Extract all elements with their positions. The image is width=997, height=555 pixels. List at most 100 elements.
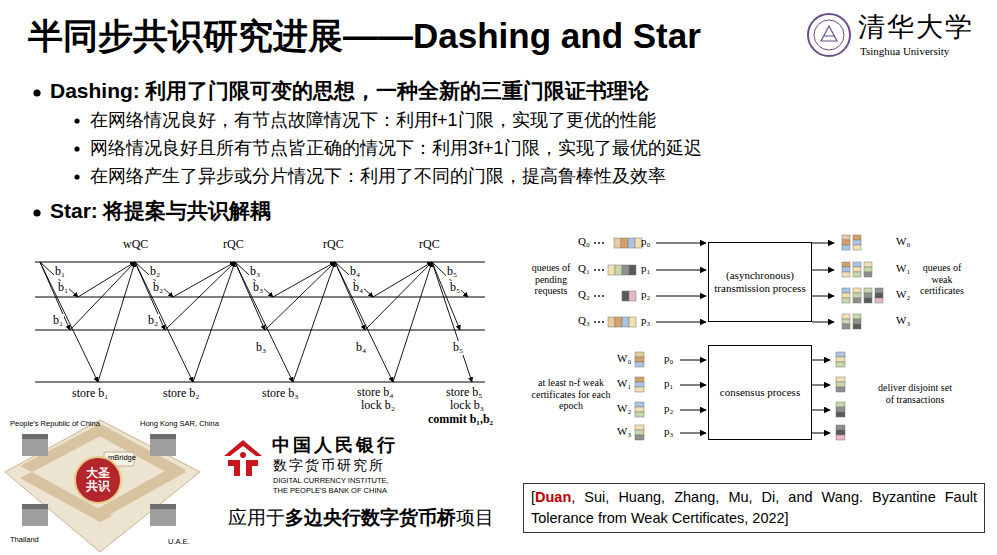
queue-cell — [853, 293, 861, 298]
flow-arrow — [812, 296, 834, 297]
event-label: commit b₁,b₂ — [428, 413, 493, 427]
note-label: at least n-f weak certificates for each … — [531, 377, 611, 412]
message-arrow — [432, 262, 460, 330]
message-arrow — [432, 262, 472, 382]
block-label: b₅ — [452, 341, 464, 355]
queue-cell — [864, 267, 872, 272]
ellipsis-dot — [602, 242, 604, 244]
slide-title: 半同步共识研究进展——Dashing and Star — [28, 16, 701, 56]
queue-cell — [842, 262, 850, 267]
message-arrow — [335, 262, 373, 297]
node-text: 大圣共识 — [84, 467, 112, 493]
queue-cell — [864, 288, 872, 293]
queue-label: p₀ — [641, 235, 650, 248]
queue-cell — [836, 402, 845, 407]
event-label: store b₃ — [262, 387, 299, 401]
queue-cell — [836, 352, 845, 357]
queue-cell — [635, 412, 644, 417]
ellipsis-dot — [598, 269, 600, 271]
bullet-text: 网络情况良好且所有节点皆正确的情况下：利用3f+1门限，实现了最优的延迟 — [90, 138, 702, 159]
citation-box: [Duan, Sui, Huang, Zhang, Mu, Di, and Wa… — [523, 483, 985, 533]
queue-cell — [836, 435, 845, 440]
note-label: deliver disjoint set of transactions — [878, 382, 952, 405]
qc-label: wQC — [122, 238, 149, 252]
message-arrow — [98, 262, 135, 382]
bank-emblem — [224, 440, 262, 476]
ellipsis-dot — [602, 321, 604, 323]
message-arrow — [193, 262, 235, 382]
queue-label: W₃ — [617, 425, 631, 438]
message-arrow — [40, 262, 78, 297]
bullet-text: 将提案与共识解耦 — [103, 199, 271, 223]
message-arrow — [393, 262, 432, 382]
institute-name: DIGITAL CURRENCY INSTITUTE, — [273, 477, 389, 486]
footer-text: 多边央行数字货币桥 — [285, 507, 456, 529]
message-arrows — [40, 262, 472, 382]
queue-cell — [853, 288, 861, 293]
queue-cell — [836, 412, 845, 417]
queue-cell — [615, 265, 622, 275]
queue-label: Q₂ — [578, 288, 590, 301]
queue-cell — [836, 382, 845, 387]
queue-label: Q₃ — [578, 314, 590, 327]
block-label: b₂ — [149, 265, 161, 279]
queue-label: W₁ — [896, 262, 910, 275]
queue-cell — [608, 265, 615, 275]
block-label: b₅ — [449, 281, 461, 295]
ellipsis-dot — [598, 242, 600, 244]
block-label: b₁ — [52, 314, 64, 328]
message-arrow — [135, 262, 173, 297]
flow-arrow — [680, 410, 706, 411]
queue-cell — [629, 265, 636, 275]
queue-cell — [875, 298, 883, 303]
queue-cell — [842, 235, 850, 240]
block-label: b₃ — [249, 265, 261, 279]
queue-cell — [864, 272, 872, 277]
queue-cell — [875, 293, 883, 298]
note-label: queues of weak certificates — [913, 262, 971, 297]
queue-label: W₀ — [617, 352, 631, 365]
queue-cell — [853, 319, 861, 324]
block-label: b₂ — [152, 281, 164, 295]
ellipsis-dot — [602, 269, 604, 271]
queue-label: p₁ — [641, 262, 650, 275]
ellipsis-dot — [602, 295, 604, 297]
queue-label: W₃ — [896, 314, 910, 327]
node-text: consensus process — [720, 386, 800, 399]
flow-arrow — [656, 322, 706, 323]
queue-cell — [864, 298, 872, 303]
queue-cell — [853, 314, 861, 319]
queue-cell — [853, 245, 861, 250]
queue-cell — [635, 387, 644, 392]
bullet-text: 在网络情况良好，有节点故障情况下：利用f+1门限，实现了更优的性能 — [90, 110, 656, 131]
block-label: b₄ — [352, 281, 364, 295]
message-arrow — [235, 262, 293, 382]
queue-cell — [635, 407, 644, 412]
bridge-illustration — [5, 420, 200, 552]
queue-cell — [864, 262, 872, 267]
note-label: queues of pending requests — [528, 262, 574, 297]
queue-cell — [629, 317, 636, 327]
queue-cell — [842, 298, 850, 303]
message-arrow — [135, 262, 193, 382]
footer-text: 应用于 — [228, 507, 285, 529]
flow-arrow — [680, 360, 706, 361]
event-label: store b₁ — [72, 387, 109, 401]
queue-cell — [836, 407, 845, 412]
message-arrow — [365, 262, 432, 330]
node-text: [ — [531, 489, 535, 505]
flow-arrow — [656, 243, 706, 244]
university-emblem — [808, 14, 850, 56]
queue-label: p₃ — [664, 425, 673, 438]
ellipsis-dot — [594, 269, 596, 271]
queue-cells — [608, 235, 883, 440]
flow-arrow — [812, 243, 834, 244]
queue-cell — [635, 362, 644, 367]
queue-cell — [635, 238, 642, 248]
message-arrow — [235, 262, 273, 297]
queue-cell — [842, 272, 850, 277]
institute-name: 数字货币研究所 — [273, 458, 385, 474]
bullet-text: 利用了门限可变的思想，一种全新的三重门限证书理论 — [145, 79, 649, 103]
block-label: b₃ — [255, 341, 267, 355]
queue-cell — [853, 272, 861, 277]
